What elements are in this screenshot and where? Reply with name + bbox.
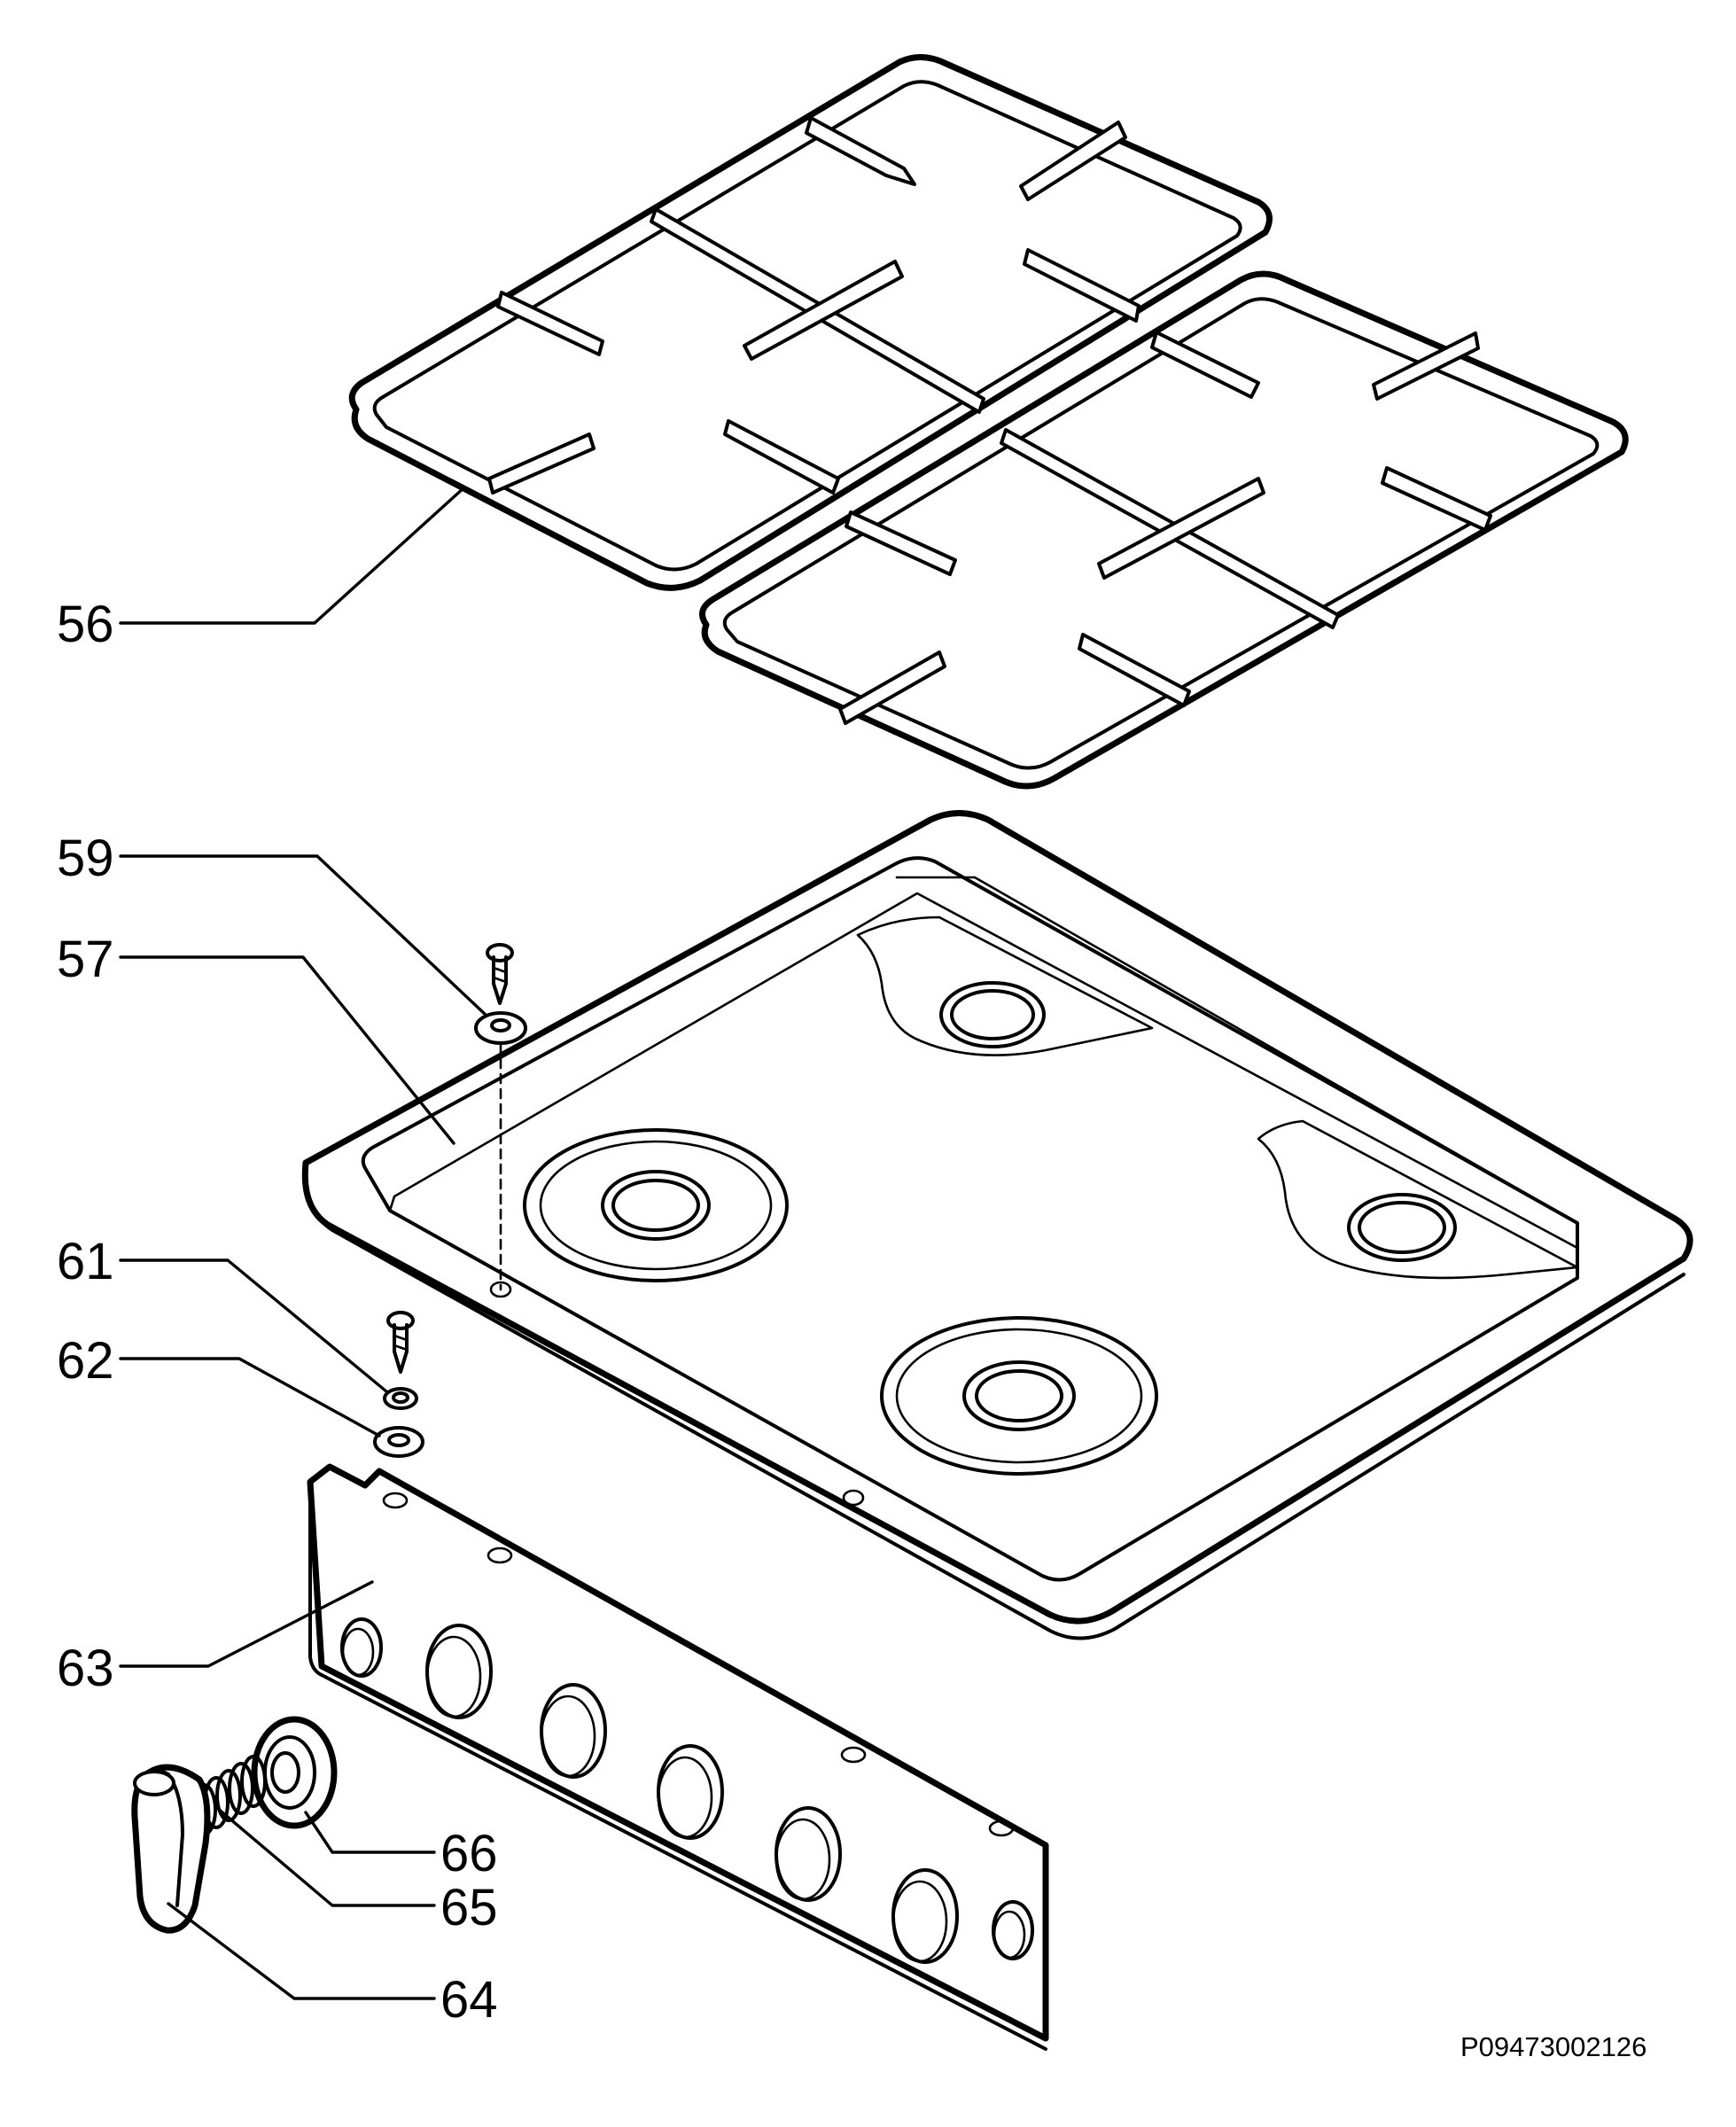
screw-and-washer-59 — [474, 943, 527, 1291]
pan-support-grid-right — [699, 270, 1629, 790]
callout-56: 56 — [57, 596, 114, 653]
callout-65: 65 — [440, 1879, 498, 1936]
callout-61: 61 — [57, 1233, 114, 1290]
screw-and-washers-61-62 — [373, 1311, 424, 1458]
callout-63: 63 — [57, 1640, 114, 1697]
callout-62: 62 — [57, 1332, 114, 1390]
callout-57: 57 — [57, 931, 114, 988]
leader-lines — [119, 486, 487, 2000]
callout-66: 66 — [440, 1825, 498, 1882]
control-knob — [131, 1764, 211, 1934]
control-panel — [307, 1463, 1049, 2051]
drawing-reference-number: P09473002126 — [1460, 2031, 1646, 2062]
knob-bezel — [251, 1716, 338, 1829]
hob-top-plate — [301, 810, 1693, 1640]
callout-64: 64 — [440, 1971, 498, 2029]
pan-support-grid-left — [348, 54, 1273, 591]
callout-59: 59 — [57, 830, 114, 887]
